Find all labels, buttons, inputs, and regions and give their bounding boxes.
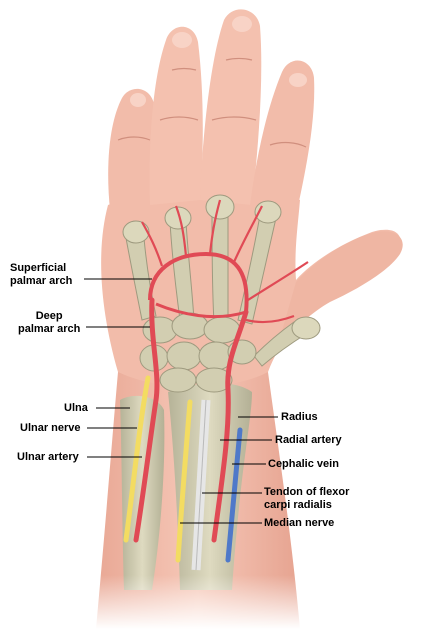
label-radial-artery: Radial artery xyxy=(275,434,342,446)
pinky-finger-skin xyxy=(108,88,157,215)
ulnar-artery xyxy=(133,297,160,543)
label-median-nerve: Median nerve xyxy=(264,517,335,529)
label-ulna: Ulna xyxy=(64,402,88,414)
superficial-palmar-arch xyxy=(148,251,249,313)
label-ulnar-nerve: Ulnar nerve xyxy=(20,422,81,434)
label-ulnar-artery: Ulnar artery xyxy=(17,451,79,463)
cephalic-vein xyxy=(225,427,243,563)
label-cephalic-vein: Cephalic vein xyxy=(268,458,339,470)
median-nerve xyxy=(175,399,193,563)
ulnar-nerve xyxy=(123,375,151,543)
fingertip-pads xyxy=(130,16,307,107)
thumb-skin xyxy=(276,231,403,352)
label-tendon-flexor-carpi-radialis: Tendon of flexor carpi radialis xyxy=(264,486,350,511)
finger-creases xyxy=(117,57,307,148)
radial-artery xyxy=(211,309,249,543)
label-superficial-palmar-arch: Superficial palmar arch xyxy=(10,262,73,287)
label-radius: Radius xyxy=(281,411,318,423)
deep-palmar-arch xyxy=(155,302,247,319)
middle-finger-skin xyxy=(200,9,262,206)
soft-structures xyxy=(123,199,309,571)
ring-finger-skin xyxy=(149,26,203,205)
label-deep-palmar-arch: Deep palmar arch xyxy=(18,310,81,335)
leader-lines xyxy=(84,278,278,524)
digital-arteries xyxy=(141,199,309,324)
index-finger-skin xyxy=(250,60,315,215)
bottom-fade xyxy=(0,575,421,629)
